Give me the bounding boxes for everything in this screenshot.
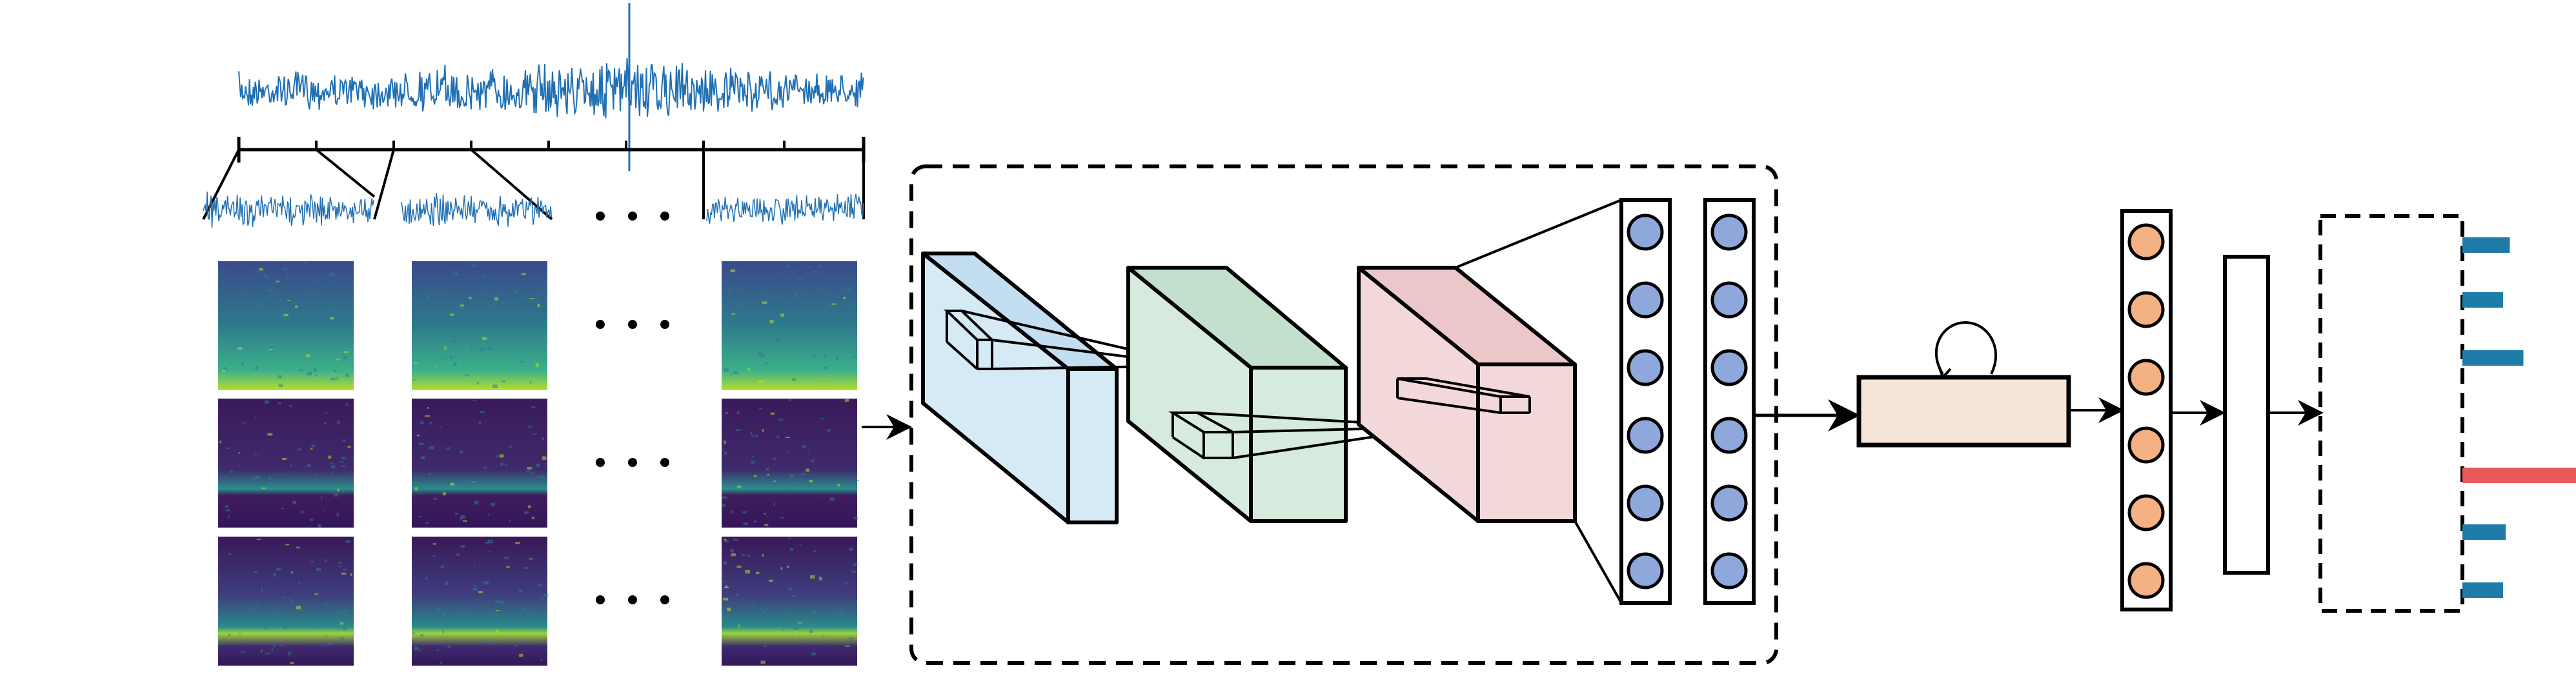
signal-segment-1	[203, 192, 374, 228]
fc-layer-1	[1619, 198, 1672, 605]
fc1-node	[1627, 213, 1664, 251]
signal-segment-3	[706, 193, 864, 225]
raw-signal-waveform	[238, 3, 864, 171]
class-bar-1	[2462, 237, 2510, 253]
fc-layer-1-nodes	[1627, 213, 1664, 590]
spectrogram-ellipsis-row-1	[596, 320, 669, 329]
spectrogram-r1-c2	[412, 261, 547, 390]
conv-3-kernel	[1396, 377, 1531, 414]
recurrent-loop-icon	[1935, 321, 1998, 375]
fc1-node	[1627, 281, 1664, 319]
dense-node	[2127, 359, 2165, 396]
class-probability-bars	[2462, 237, 2576, 598]
recurrent-layer	[1856, 321, 2071, 448]
fc2-node	[1710, 349, 1748, 386]
fc1-node	[1627, 552, 1664, 590]
fc2-node	[1710, 213, 1748, 251]
output-layer	[2223, 255, 2270, 575]
spectrogram-r2-c2	[412, 399, 547, 528]
fc-layer-2-nodes	[1710, 213, 1748, 590]
dense-layer	[2120, 209, 2173, 611]
spectrogram-r2-c3	[722, 399, 859, 528]
signal-segment-2	[401, 192, 553, 227]
spectrogram-r2-c1	[218, 399, 354, 528]
fc2-node	[1710, 484, 1748, 522]
spectrogram-ellipsis-row-2	[596, 458, 669, 467]
fc2-node	[1710, 281, 1748, 319]
class-bar-5	[2462, 524, 2506, 540]
class-bar-2	[2462, 292, 2503, 308]
spectrogram-r1-c1	[218, 261, 354, 390]
fc-layer-2	[1703, 198, 1756, 605]
flatten-projection-lines	[1455, 199, 1623, 604]
spectrogram-r1-c3	[722, 261, 858, 390]
signal-timeline-axis	[237, 137, 866, 163]
spectrogram-r3-c1	[218, 537, 354, 666]
class-bar-6	[2462, 582, 2503, 598]
dense-node	[2127, 494, 2165, 531]
class-bar-4	[2462, 468, 2576, 483]
dense-node	[2127, 291, 2165, 328]
spectrogram-r3-c2	[412, 537, 549, 666]
fc1-node	[1627, 349, 1664, 386]
fc1-node	[1627, 417, 1664, 454]
fc2-node	[1710, 417, 1748, 454]
conv-layer-1	[921, 252, 1119, 524]
spectrogram-grid	[218, 261, 859, 666]
fc2-node	[1710, 552, 1748, 590]
class-bar-3	[2462, 350, 2524, 366]
conv-layer-2	[1126, 266, 1348, 523]
spectrogram-ellipsis-row-3	[596, 595, 669, 604]
fc1-node	[1627, 484, 1664, 522]
dense-layer-nodes	[2127, 223, 2165, 599]
segments-ellipsis-icon	[596, 212, 669, 221]
dense-node	[2127, 426, 2165, 464]
raw-signal-trace	[238, 58, 864, 119]
spectrogram-r3-c3	[722, 537, 858, 666]
dense-node	[2127, 562, 2165, 599]
prediction-box	[2318, 214, 2464, 613]
conv-layer-3	[1357, 266, 1577, 523]
dense-node	[2127, 223, 2165, 261]
signal-segments	[203, 192, 864, 228]
